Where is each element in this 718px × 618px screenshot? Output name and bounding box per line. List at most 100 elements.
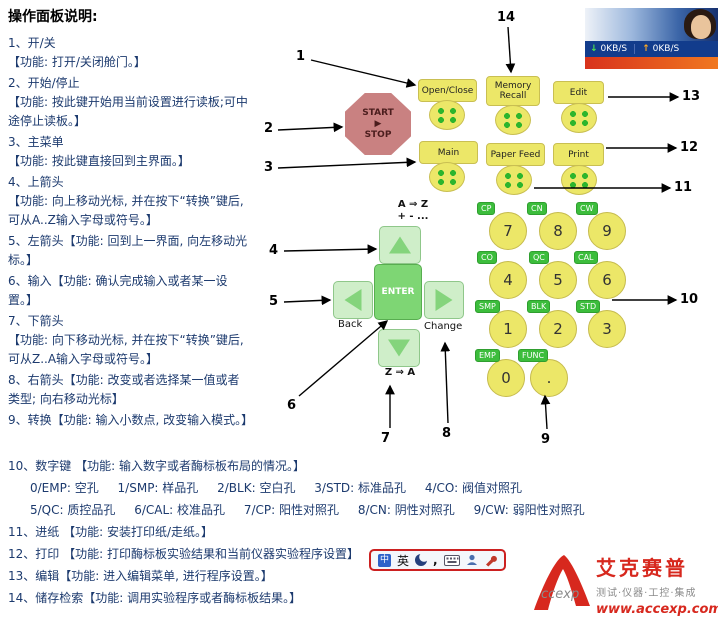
key-4: 4	[489, 261, 527, 299]
ime-icon[interactable]: 中	[378, 553, 391, 567]
legend-entry: 3/STD: 标准品孔	[314, 481, 407, 495]
callout-12: 12	[680, 140, 699, 155]
callout-5: 5	[269, 294, 279, 309]
punctuation-icon[interactable]: ,	[433, 553, 438, 567]
language-mode-icon[interactable]: 英	[397, 553, 410, 568]
legend-entry: 0/EMP: 空孔	[30, 481, 99, 495]
paper-feed-keypad-dots	[496, 165, 532, 195]
memory-recall-keypad-dots	[495, 105, 531, 135]
instruction-item-14: 14、储存检索【功能: 调用实验程序或者酶标板结果。】	[8, 591, 302, 605]
instruction-item-7: 7、下箭头 【功能: 向下移动光标, 并在按下“转换”键后, 可从Z..A输入字…	[8, 314, 244, 366]
key-dot: .	[530, 359, 568, 397]
digit-key-legend-row-1: 0/EMP: 空孔 1/SMP: 样品孔 2/BLK: 空白孔 3/STD: 标…	[8, 479, 714, 497]
instruction-item-11: 11、进纸 【功能: 安装打印纸/走纸。】	[8, 525, 213, 539]
instruction-item-4: 4、上箭头 【功能: 向上移动光标, 并在按下“转换”键后, 可从A..Z输入字…	[8, 175, 244, 227]
promo-banner[interactable]	[585, 57, 718, 69]
start-stop-button: START ▶ STOP	[345, 93, 411, 155]
callout-4: 4	[269, 243, 279, 258]
key-1-tag: SMP	[475, 300, 500, 313]
print-button: Print	[553, 143, 604, 166]
callout-2: 2	[264, 121, 274, 136]
fullwidth-moon-icon[interactable]	[415, 554, 428, 566]
key-3: 3	[588, 310, 626, 348]
instruction-item-3: 3、主菜单 【功能: 按此键直接回到主界面。】	[8, 135, 190, 168]
callout-13: 13	[682, 89, 701, 104]
download-speed: 0KB/S	[600, 44, 628, 54]
instruction-item-5: 5、左箭头【功能: 回到上一界面, 向左移动光标。】	[8, 234, 248, 267]
z-to-a-label: Z ⇒ A	[384, 367, 416, 378]
key-dot-tag: FUNC	[518, 349, 549, 362]
key-0-tag: EMP	[475, 349, 500, 362]
page-title: 操作面板说明:	[8, 9, 98, 25]
callout-14: 14	[497, 10, 516, 25]
legend-entry: 4/CO: 阀值对照孔	[424, 481, 522, 495]
soft-keyboard-icon[interactable]	[443, 554, 460, 566]
up-arrow-glyph	[389, 236, 411, 254]
settings-wrench-icon[interactable]	[484, 554, 497, 567]
legend-entry: 8/CN: 阴性对照孔	[357, 503, 455, 517]
key-7-tag: CP	[477, 202, 496, 215]
callout-9: 9	[541, 432, 551, 447]
edit-keypad-dots	[561, 103, 597, 133]
brand-tagline: 测试·仪器·工控·集成	[596, 588, 697, 599]
callout-3: 3	[264, 160, 274, 175]
left-arrow-button	[333, 281, 373, 319]
download-arrow-icon: ↓	[590, 44, 598, 54]
key-4-tag: CO	[477, 251, 497, 264]
legend-entry: 2/BLK: 空白孔	[217, 481, 296, 495]
right-arrow-glyph	[435, 289, 453, 311]
instruction-item-8: 8、右箭头【功能: 改变或者选择某一值或者类型; 向右移动光标】	[8, 373, 240, 406]
key-6: 6	[588, 261, 626, 299]
key-5: 5	[539, 261, 577, 299]
instruction-item-2: 2、开始/停止 【功能: 按此键开始用当前设置进行读板;可中途停止读板。】	[8, 76, 248, 128]
instruction-item-1: 1、开/关 【功能: 打开/关闭舱门。】	[8, 36, 146, 69]
instruction-item-10: 10、数字键 【功能: 输入数字或者酶标板布局的情况。】	[8, 459, 305, 473]
ime-menu-person-icon[interactable]	[466, 554, 478, 566]
legend-entry: 6/CAL: 校准品孔	[134, 503, 226, 517]
svg-text:ccexp: ccexp	[541, 587, 579, 602]
accexp-logo: ccexp 艾克赛普 测试·仪器·工控·集成 www.accexp.com	[528, 550, 718, 617]
brand-url: www.accexp.com	[596, 602, 718, 617]
key-2-tag: BLK	[527, 300, 551, 313]
paper-feed-button: Paper Feed	[486, 143, 545, 166]
net-speed-widget[interactable]: ↓ 0KB/S ↑ 0KB/S	[585, 8, 718, 69]
key-8-tag: CN	[527, 202, 547, 215]
edit-button: Edit	[553, 81, 604, 104]
main-button: Main	[419, 141, 478, 164]
right-arrow-button	[424, 281, 464, 319]
instruction-item-9: 9、转换【功能: 输入小数点, 改变输入模式。】	[8, 413, 254, 427]
key-0: 0	[487, 359, 525, 397]
callout-8: 8	[442, 426, 452, 441]
a-to-z-label: A ⇒ Z + - ...	[397, 199, 429, 222]
callout-10: 10	[680, 292, 699, 307]
legend-entry: 5/QC: 质控品孔	[30, 503, 116, 517]
key-9-tag: CW	[576, 202, 598, 215]
key-5-tag: QC	[529, 251, 549, 264]
instructions-list: 1、开/关 【功能: 打开/关闭舱门。】 2、开始/停止 【功能: 按此键开始用…	[8, 34, 254, 432]
callout-6: 6	[287, 398, 297, 413]
upload-arrow-icon: ↑	[642, 44, 650, 54]
print-keypad-dots	[561, 165, 597, 195]
digit-key-legend-row-2: 5/QC: 质控品孔 6/CAL: 校准品孔 7/CP: 阳性对照孔 8/CN:…	[8, 501, 714, 519]
accexp-logo-mark: ccexp	[534, 555, 590, 610]
upload-speed: 0KB/S	[652, 44, 680, 54]
key-9: 9	[588, 212, 626, 250]
back-label: Back	[338, 319, 363, 330]
photo-person-face	[691, 15, 711, 39]
down-arrow-glyph	[388, 339, 410, 357]
main-keypad-dots	[429, 162, 465, 192]
instruction-item-12: 12、打印 【功能: 打印酶标板实验结果和当前仪器实验程序设置】	[8, 547, 359, 561]
key-1: 1	[489, 310, 527, 348]
language-bar[interactable]: 中 英 ,	[369, 549, 506, 571]
up-arrow-button	[379, 226, 421, 264]
legend-entry: 7/CP: 阳性对照孔	[243, 503, 339, 517]
open-close-keypad-dots	[429, 100, 465, 130]
speed-divider	[634, 44, 636, 54]
instruction-item-13: 13、编辑【功能: 进入编辑菜单, 进行程序设置。】	[8, 569, 273, 583]
callout-11: 11	[674, 180, 693, 195]
change-label: Change	[424, 321, 463, 332]
legend-entry: 9/CW: 弱阳性对照孔	[473, 503, 585, 517]
key-2: 2	[539, 310, 577, 348]
open-close-button: Open/Close	[418, 79, 477, 102]
